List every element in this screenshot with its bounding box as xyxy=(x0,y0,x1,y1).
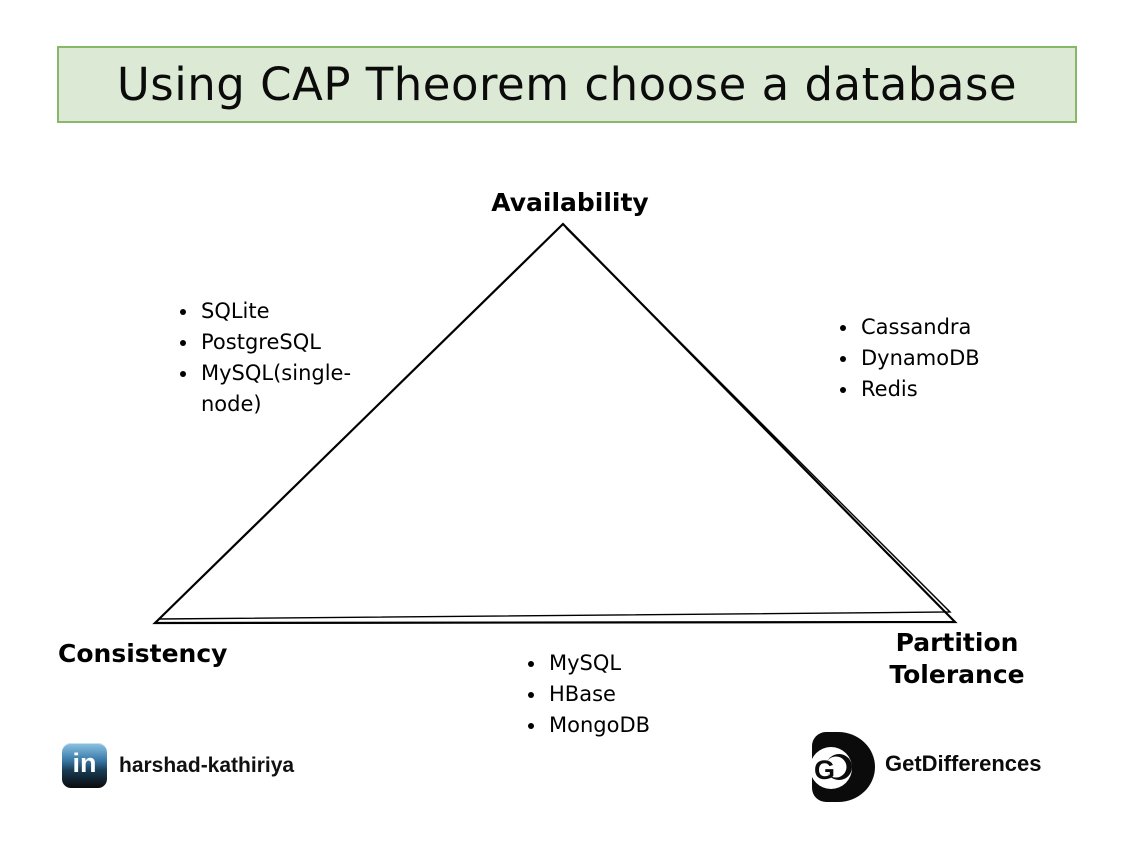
linkedin-in-glyph: in xyxy=(72,748,97,778)
getdifferences-logo-icon: G xyxy=(812,732,875,802)
list-item: MySQL xyxy=(547,648,747,679)
triangle-outline xyxy=(152,222,958,625)
linkedin-icon: in xyxy=(62,743,107,788)
triangle-outline-second-stroke xyxy=(158,227,952,620)
list-item: DynamoDB xyxy=(859,343,1059,374)
list-item: SQLite xyxy=(199,296,384,327)
page-title: Using CAP Theorem choose a database xyxy=(116,58,1018,111)
list-item: MySQL(single-node) xyxy=(199,358,384,420)
vertex-label-consistency: Consistency xyxy=(58,639,228,668)
linkedin-handle: harshad-kathiriya xyxy=(119,753,295,777)
vertex-label-partition-tolerance: Partition Tolerance xyxy=(889,628,1025,689)
list-item: HBase xyxy=(547,679,747,710)
list-item: Redis xyxy=(859,374,1059,405)
list-item: MongoDB xyxy=(547,710,747,741)
brand-letter-g: G xyxy=(814,755,835,785)
brand-name: GetDifferences xyxy=(885,751,1042,776)
db-list-availability-partition: Cassandra DynamoDB Redis xyxy=(833,312,1059,405)
branding: G GetDifferences xyxy=(812,732,1042,802)
list-item: PostgreSQL xyxy=(199,327,384,358)
linkedin-attribution: in harshad-kathiriya xyxy=(62,743,294,788)
title-box: Using CAP Theorem choose a database xyxy=(57,46,1077,123)
vertex-label-availability: Availability xyxy=(491,188,649,217)
db-list-consistency-availability: SQLite PostgreSQL MySQL(single-node) xyxy=(173,296,384,420)
list-item: Cassandra xyxy=(859,312,1059,343)
db-list-consistency-partition: MySQL HBase MongoDB xyxy=(521,648,747,741)
